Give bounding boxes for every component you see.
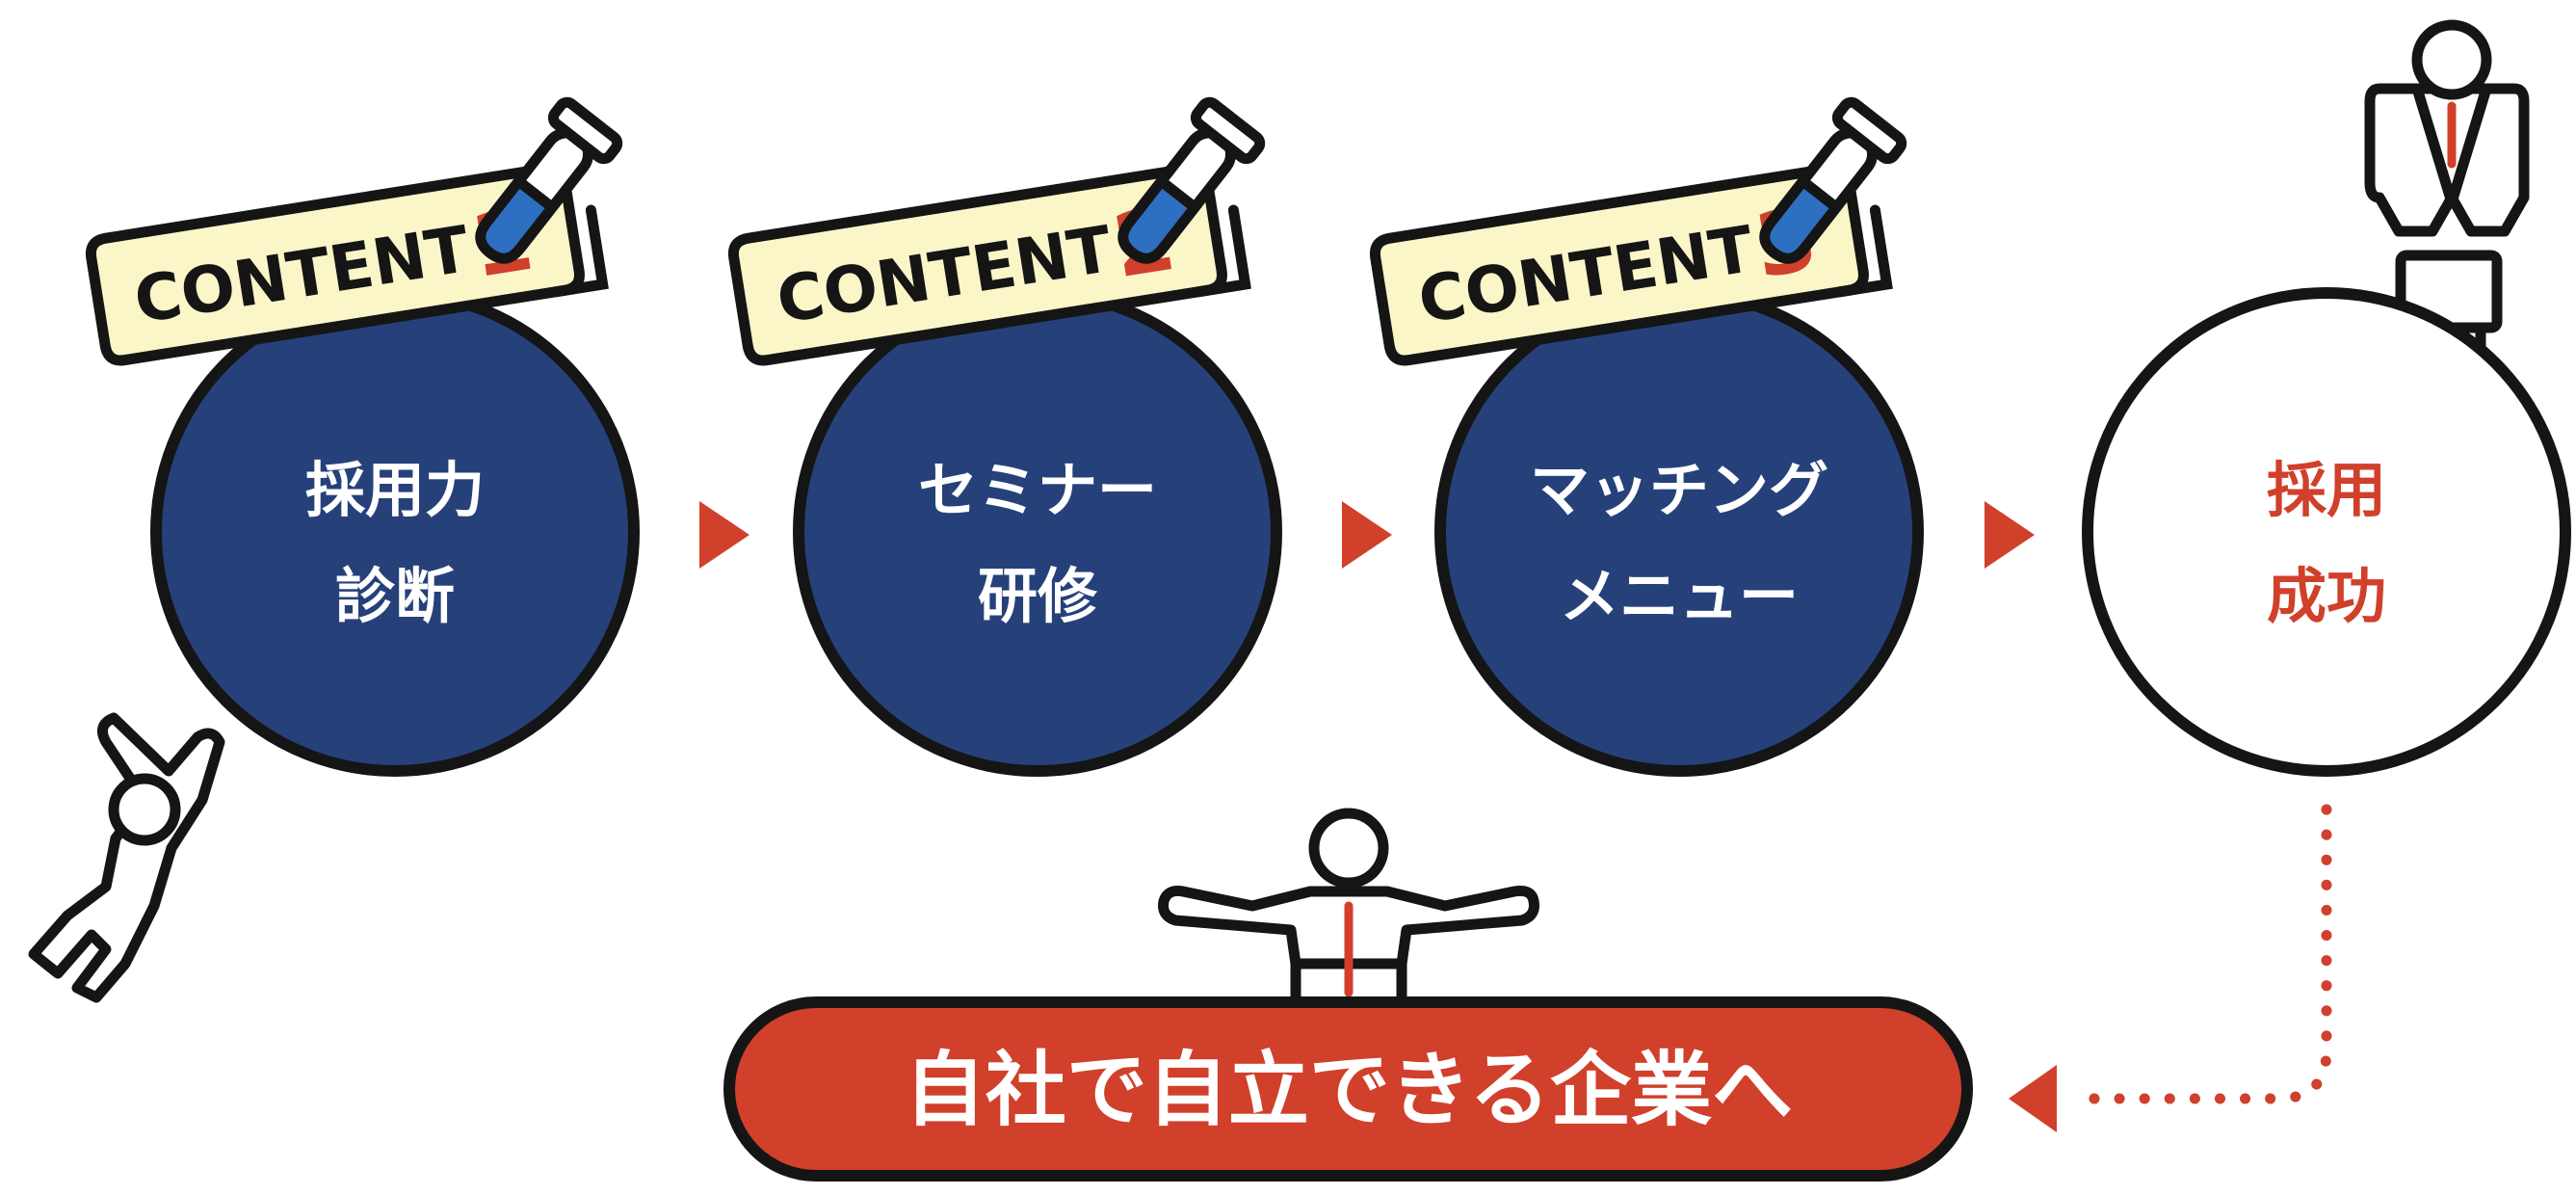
step-3-line1: マッチング — [1530, 455, 1828, 525]
goal-pill-shape — [723, 996, 1973, 1182]
content-tag-1: CONTENT 1 — [85, 163, 609, 366]
triangle-left-icon — [2009, 1065, 2057, 1132]
falling-person-icon — [28, 712, 225, 1003]
step-3-line2: メニュー — [1560, 561, 1799, 631]
test-tube-icon — [1759, 96, 1907, 264]
step-2-circle — [793, 287, 1282, 777]
result-line1: 採用 — [2267, 455, 2386, 525]
result-circle — [2082, 287, 2571, 777]
step-2-line1: セミナー — [918, 455, 1157, 525]
step-2: セミナー 研修 CONTENT 2 — [727, 96, 1282, 777]
open-arms-person-icon — [1158, 808, 1539, 1018]
standing-person-icon — [2364, 19, 2530, 362]
test-tube-icon — [1117, 96, 1266, 264]
result-line2: 成功 — [2267, 561, 2386, 631]
test-tube-icon — [475, 96, 623, 264]
step-1-line2: 診断 — [335, 561, 455, 631]
step-3: マッチング メニュー CONTENT 3 — [1369, 96, 1924, 777]
tag-tail — [1833, 204, 1893, 298]
triangle-right-icon — [1985, 501, 2035, 569]
triangle-right-icon — [1342, 501, 1392, 569]
step-1-circle — [150, 287, 640, 777]
step-2-line2: 研修 — [978, 561, 1098, 631]
step-1: 採用力 診断 CONTENT 1 — [85, 96, 640, 777]
step-3-circle — [1434, 287, 1924, 777]
tag-tail — [1192, 204, 1251, 298]
return-dotted-path — [2065, 804, 2332, 1104]
goal-pill: 自社で自立できる企業へ — [723, 996, 1973, 1182]
tag-tail — [549, 204, 609, 298]
result-step: 採用 成功 — [2082, 287, 2571, 777]
goal-label: 自社で自立できる企業へ — [905, 1043, 1793, 1137]
step-1-line1: 採用力 — [305, 455, 485, 525]
triangle-right-icon — [699, 501, 749, 569]
